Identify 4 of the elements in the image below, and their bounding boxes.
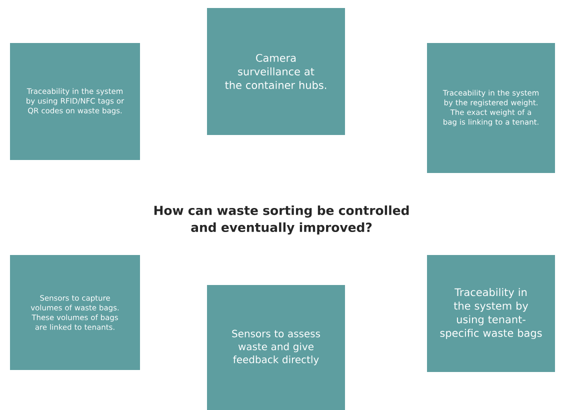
text-box: Camera surveillance at the container hubs. [207,8,345,135]
text-box: Sensors to assess waste and give feedback directly [207,285,345,410]
text-box: Traceability in the system by using tenant-specific waste bags [427,255,555,372]
heading: How can waste sorting be controlled and eventually improved? [154,205,409,235]
